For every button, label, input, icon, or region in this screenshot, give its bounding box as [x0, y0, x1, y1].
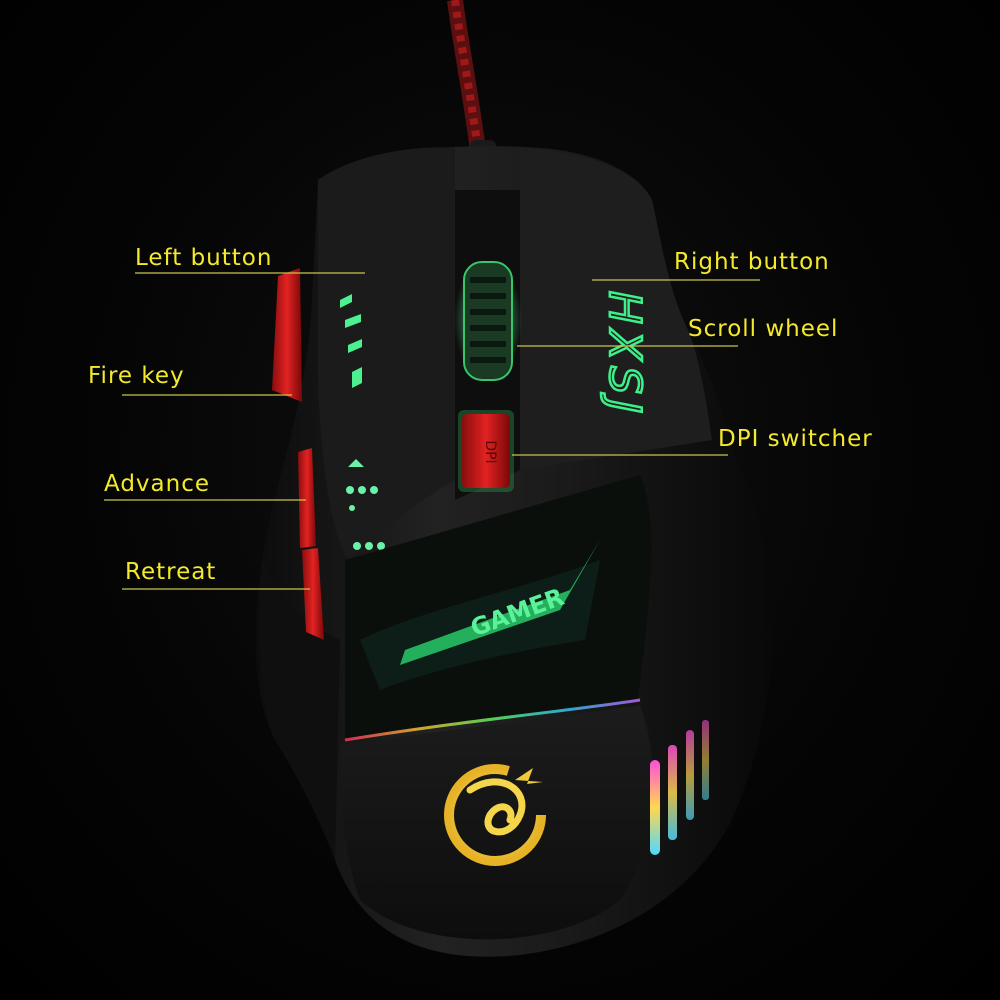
- svg-text:HXSJ: HXSJ: [599, 291, 650, 419]
- gamer-logo-panel: GAMER: [344, 475, 652, 742]
- dpi-switcher-button[interactable]: DPI: [458, 410, 514, 492]
- right-button-shell: [520, 148, 712, 470]
- cable-braid: [451, 0, 486, 186]
- dragon-logo: [444, 764, 546, 866]
- left-button-decoration: [340, 294, 362, 388]
- callout-fire-key: Fire key: [88, 363, 185, 389]
- callout-retreat: Retreat: [125, 559, 217, 585]
- callout-left-button: Left button: [135, 245, 273, 271]
- callout-dpi-switcher: DPI switcher: [718, 426, 873, 452]
- left-button-shell: [318, 147, 455, 561]
- brand-mark: HXSJ: [598, 290, 652, 421]
- retreat-button[interactable]: [302, 548, 324, 640]
- palm-rest: [339, 705, 654, 940]
- callout-scroll-wheel: Scroll wheel: [688, 316, 839, 342]
- svg-text:DPI: DPI: [482, 440, 498, 463]
- rgb-side-stripes: [650, 720, 709, 855]
- advance-button[interactable]: [298, 448, 316, 548]
- leader-lines: [104, 272, 760, 590]
- scroll-wheel[interactable]: [454, 260, 522, 381]
- callout-right-button: Right button: [674, 249, 830, 275]
- callout-advance: Advance: [104, 471, 211, 497]
- fire-key-button[interactable]: [272, 268, 302, 402]
